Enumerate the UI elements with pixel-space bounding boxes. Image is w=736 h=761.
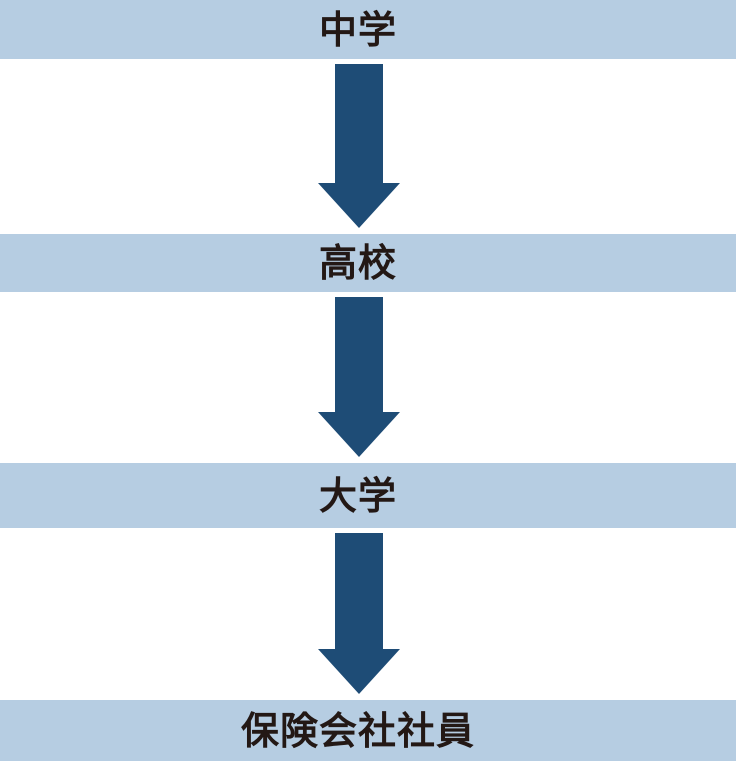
arrow-head xyxy=(318,649,400,694)
arrow-shaft xyxy=(335,533,383,649)
flow-step-label: 大学 xyxy=(318,473,397,518)
flow-step-label: 保険会社社員 xyxy=(240,708,475,753)
arrow-shaft xyxy=(335,64,383,183)
flow-step-high-school: 高校 xyxy=(0,234,736,292)
flow-step-middle-school: 中学 xyxy=(0,0,736,59)
flow-step-insurance-company-employee: 保険会社社員 xyxy=(0,700,736,761)
flow-step-label: 高校 xyxy=(318,241,397,285)
flow-step-university: 大学 xyxy=(0,463,736,528)
arrow-head xyxy=(318,183,400,228)
arrow-head xyxy=(318,412,400,457)
flow-step-label: 中学 xyxy=(318,7,397,52)
arrow-shaft xyxy=(335,297,383,412)
